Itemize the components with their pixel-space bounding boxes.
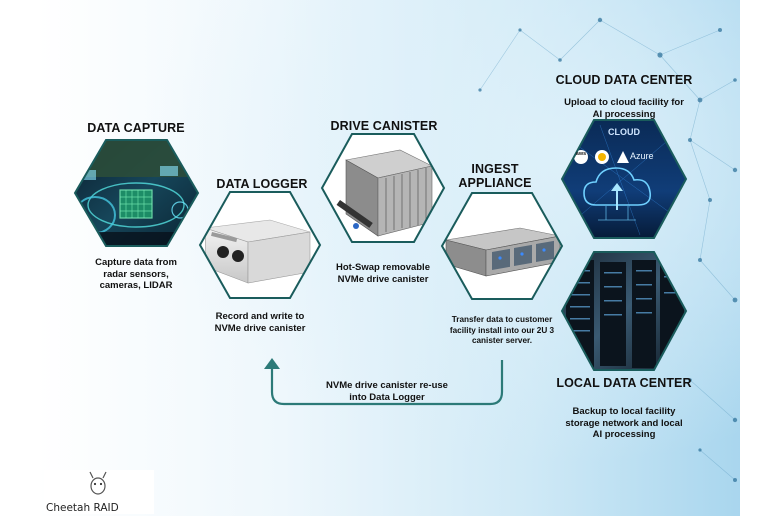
desc-line: Capture data from: [95, 257, 177, 268]
aws-badge: aws: [575, 151, 587, 157]
desc-line: AI processing: [592, 429, 656, 440]
stage-desc-drive-canister: Hot-Swap removable NVMe drive canister: [323, 262, 443, 285]
desc-line: canister server.: [471, 336, 533, 345]
title-line: APPLIANCE: [458, 176, 532, 190]
return-loop-arrow: [270, 360, 504, 406]
desc-line: Transfer data to customer: [451, 315, 553, 324]
desc-line: Hot-Swap removable: [336, 262, 430, 273]
cloud-badge-title: CLOUD: [608, 127, 640, 137]
stage-desc-data-capture: Capture data from radar sensors, cameras…: [86, 257, 186, 292]
title-line: INGEST: [471, 162, 519, 176]
desc-line: cameras, LIDAR: [99, 280, 173, 291]
loop-arrowhead: [264, 358, 280, 369]
network-nodes: [478, 17, 738, 482]
hex-local-data-center: [560, 251, 688, 371]
stage-title-data-capture: DATA CAPTURE: [87, 121, 185, 135]
desc-line: Upload to cloud facility for: [564, 97, 684, 108]
desc-line: storage network and local: [565, 417, 683, 429]
stage-desc-cloud-data-center: Upload to cloud facility for AI processi…: [548, 97, 700, 120]
hex-cloud-data-center: [560, 119, 688, 239]
desc-line: NVMe drive canister: [337, 273, 429, 285]
stage-desc-data-logger: Record and write to NVMe drive canister: [200, 311, 320, 334]
loop-label-line: NVMe drive canister re-use: [326, 380, 448, 391]
network-decoration: [479, 19, 736, 481]
stage-title-data-logger: DATA LOGGER: [216, 177, 308, 191]
azure-badge: Azure: [630, 151, 654, 161]
desc-line: facility install into our 2U 3: [449, 325, 555, 335]
stage-title-cloud-data-center: CLOUD DATA CENTER: [555, 73, 693, 87]
loop-label: NVMe drive canister re-use into Data Log…: [307, 380, 467, 403]
desc-line: radar sensors,: [103, 268, 169, 280]
cheetah-logo-mark: [44, 470, 154, 514]
hex-data-logger: [198, 191, 322, 299]
stage-desc-ingest-appliance: Transfer data to customer facility insta…: [432, 315, 572, 347]
hex-drive-canister: [320, 133, 446, 243]
stage-title-local-data-center: LOCAL DATA CENTER: [556, 376, 692, 390]
loop-path: [270, 360, 504, 406]
logo-text: Cheetah RAID: [46, 502, 119, 514]
desc-line: NVMe drive canister: [214, 322, 306, 334]
loop-label-line: into Data Logger: [349, 391, 425, 403]
stage-desc-local-data-center: Backup to local facility storage network…: [548, 406, 700, 441]
desc-line: AI processing: [592, 108, 656, 120]
stage-title-drive-canister: DRIVE CANISTER: [330, 119, 438, 133]
stage-title-ingest-appliance: INGEST APPLIANCE: [445, 162, 545, 190]
desc-line: Record and write to: [215, 311, 305, 322]
desc-line: Backup to local facility: [572, 406, 676, 417]
